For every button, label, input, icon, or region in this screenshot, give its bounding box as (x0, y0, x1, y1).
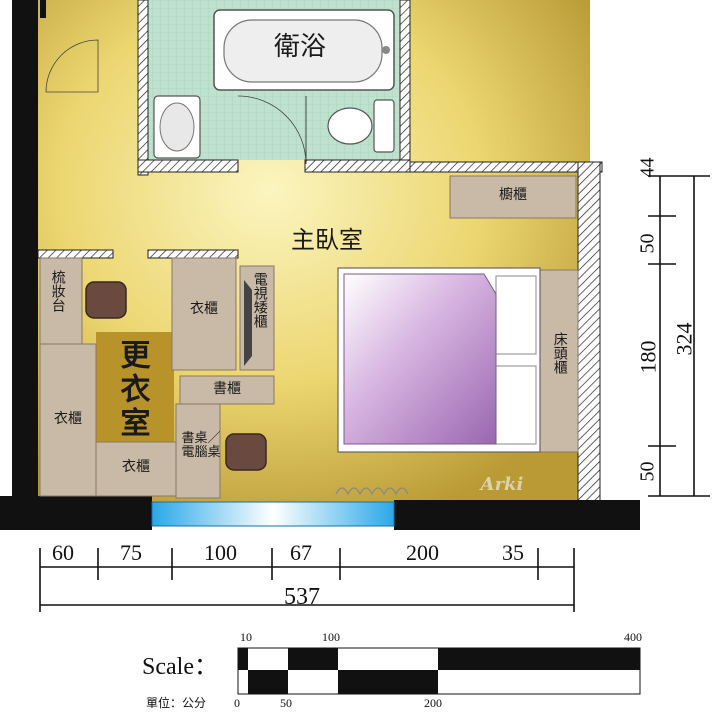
dim-bottom-3: 100 (204, 540, 237, 565)
dim-right-3: 180 (635, 340, 661, 374)
bathroom-wall-left (137, 0, 149, 176)
nightstand (539, 269, 579, 453)
desk-label: 書桌／電腦桌 (181, 431, 221, 460)
closet-floor (96, 332, 174, 442)
closet-partition-top (37, 249, 114, 259)
vanity-chair (85, 281, 127, 319)
cabinet (449, 175, 577, 219)
window (151, 501, 395, 527)
curtain (335, 487, 409, 496)
scale-tick-bottom-50: 50 (280, 696, 292, 710)
wardrobe-bottom-label: 衣櫃 (122, 459, 150, 475)
vanity-label: 梳妝台 (49, 270, 66, 312)
watermark: Arki (480, 474, 524, 495)
bathroom-wall-right (399, 0, 411, 173)
tv-set (244, 280, 252, 366)
dim-bottom-2: 75 (120, 540, 142, 565)
dim-bottom-5: 200 (406, 540, 439, 565)
bookshelf (179, 375, 275, 405)
vanity (39, 257, 83, 345)
dim-right-2: 50 (636, 233, 659, 254)
bookshelf-label: 書櫃 (213, 381, 241, 397)
dim-right-total: 324 (671, 322, 697, 356)
scale-label: Scale： (142, 654, 218, 680)
scale-bar (237, 647, 641, 695)
right-dimension-lines (648, 175, 710, 497)
dim-bottom-4: 67 (290, 540, 312, 565)
outer-wall-bottom-right (394, 500, 640, 530)
bed-blanket (343, 273, 497, 445)
scale-unit: 單位：公分 (146, 696, 207, 710)
dim-right-4: 50 (636, 461, 659, 482)
entry-door-swing (45, 39, 99, 93)
wardrobe-left (39, 343, 97, 497)
wardrobe-bottom (95, 441, 177, 497)
cabinet-label: 櫥櫃 (499, 187, 527, 203)
bathroom-wall-bottom (137, 159, 239, 173)
bedroom-wall-top (409, 161, 603, 173)
outer-wall-stub (40, 0, 46, 18)
bed-pillow-bottom (495, 365, 537, 445)
wardrobe-left-label: 衣櫃 (54, 411, 82, 427)
bedroom-wall-right (577, 161, 601, 505)
closet-partition-top-2 (147, 249, 239, 259)
scale-tick-bottom-200: 200 (424, 696, 442, 710)
dim-bottom-1: 60 (52, 540, 74, 565)
tv-cabinet-label: 電視矮櫃 (251, 272, 268, 328)
walk-in-closet-label: 更衣室 (114, 339, 150, 441)
bathroom-wall-bottom-right (304, 159, 411, 173)
scale-tick-top-10: 10 (240, 630, 252, 644)
nightstand-label: 床頭櫃 (551, 332, 568, 374)
toilet-tank (373, 99, 395, 153)
dim-bottom-total: 537 (284, 584, 320, 610)
bottom-dimension-lines (39, 548, 575, 612)
scale-tick-top-400: 400 (624, 630, 642, 644)
dim-right-1: 44 (636, 157, 659, 178)
bathroom-label: 衛浴 (273, 32, 326, 62)
bed-pillow-top (495, 275, 537, 355)
desk-chair (225, 433, 267, 471)
scale-tick-top-100: 100 (322, 630, 340, 644)
outer-wall-bottom-left (0, 496, 152, 530)
sink-basin (159, 102, 195, 152)
desk (175, 403, 221, 499)
dim-bottom-6: 35 (502, 540, 524, 565)
wardrobe-middle (171, 257, 237, 371)
wardrobe-middle-label: 衣櫃 (190, 301, 218, 317)
bathtub-faucet (382, 46, 390, 54)
toilet-bowl (327, 107, 373, 145)
bathtub-basin (223, 19, 383, 83)
scale-tick-bottom-0: 0 (234, 696, 240, 710)
outer-wall-left (12, 0, 38, 520)
master-bedroom-label: 主臥室 (291, 226, 363, 254)
bathroom-door-swing (237, 95, 307, 165)
